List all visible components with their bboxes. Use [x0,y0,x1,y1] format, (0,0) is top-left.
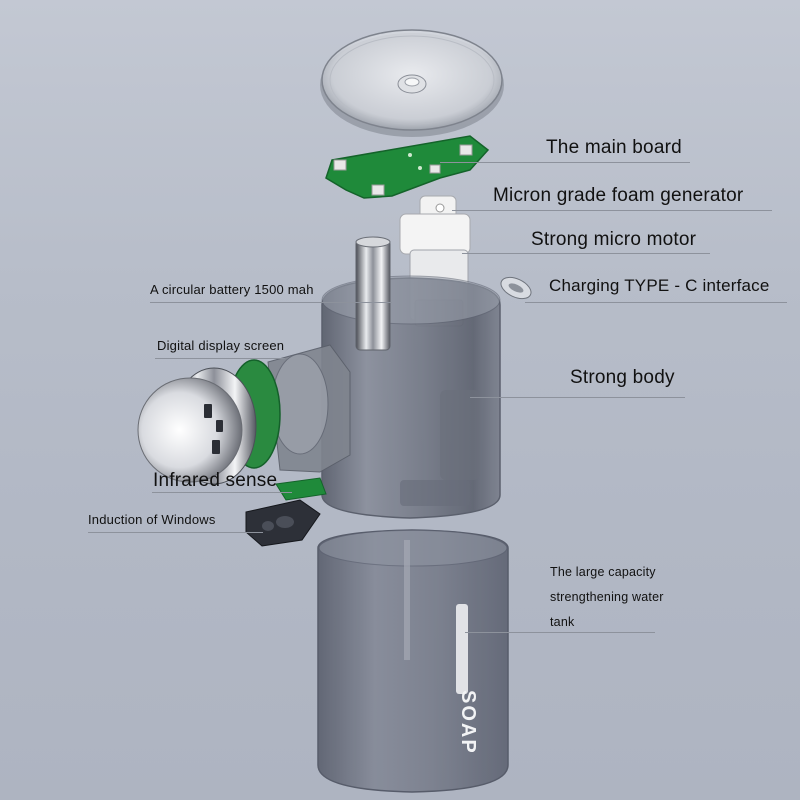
label-charging: Charging TYPE - C interface [549,276,770,295]
label-infrared: Infrared sense [153,470,278,491]
main-board-pcb [325,135,490,199]
water-tank [317,529,509,793]
label-battery: A circular battery 1500 mah [150,282,314,297]
top-lid [320,29,504,137]
label-tank-line3: tank [550,615,575,629]
leader-foam-generator [452,210,772,211]
label-tank-line1: The large capacity [550,565,656,579]
label-foam-generator: Micron grade foam generator [493,185,744,206]
label-induction: Induction of Windows [88,512,216,527]
leader-battery [150,302,392,303]
label-tank-line2: strengthening water [550,590,664,604]
leader-micro-motor [462,253,710,254]
induction-window [245,499,321,547]
tank-soap-print: SOAP [457,690,479,755]
type-c-connector [500,276,532,300]
label-body: Strong body [570,367,675,388]
main-body-shell [267,236,501,519]
label-display: Digital display screen [157,338,285,353]
leader-body [470,397,685,398]
label-main-board: The main board [546,137,682,158]
leader-charging [525,302,787,303]
leader-tank [465,632,655,633]
leader-induction [88,532,263,533]
infrared-sensor [275,477,327,501]
digital-display-assembly [137,359,281,485]
leader-main-board [440,162,690,163]
leader-infrared [152,492,292,493]
label-micro-motor: Strong micro motor [531,229,697,250]
leader-display [155,358,285,359]
